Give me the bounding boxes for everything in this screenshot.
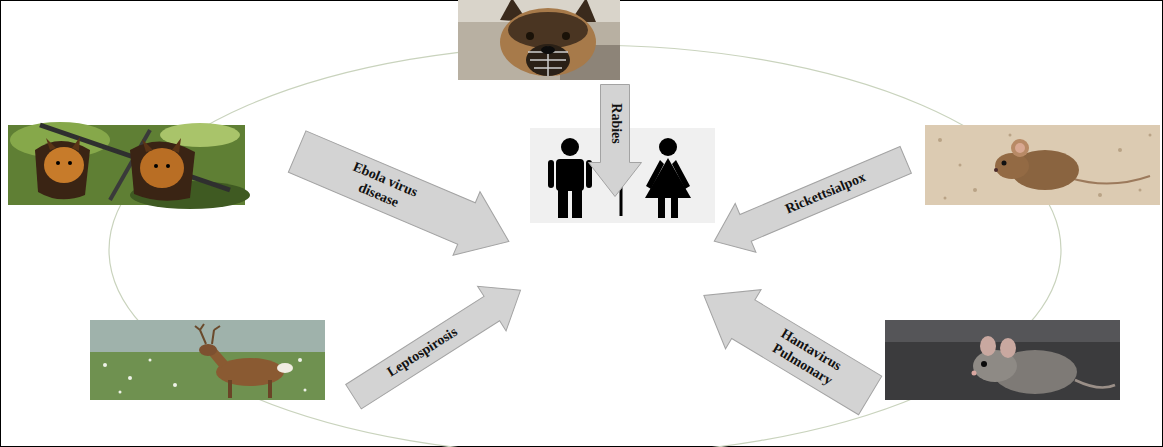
disease-arrow: Rabies bbox=[601, 84, 630, 196]
dog-photo bbox=[458, 0, 620, 80]
arrow-outline bbox=[589, 84, 642, 196]
disease-label: Rabies bbox=[607, 103, 623, 143]
arrow-outline bbox=[339, 267, 534, 418]
arrow-outline bbox=[686, 265, 888, 424]
deer-photo bbox=[90, 320, 325, 400]
rat-photo bbox=[885, 320, 1120, 400]
arrow-outline bbox=[704, 135, 916, 265]
mouse-photo bbox=[925, 125, 1160, 205]
bats-photo bbox=[8, 122, 250, 209]
arrow-text-box: Rabies bbox=[601, 84, 630, 162]
arrow-outline bbox=[284, 119, 523, 272]
